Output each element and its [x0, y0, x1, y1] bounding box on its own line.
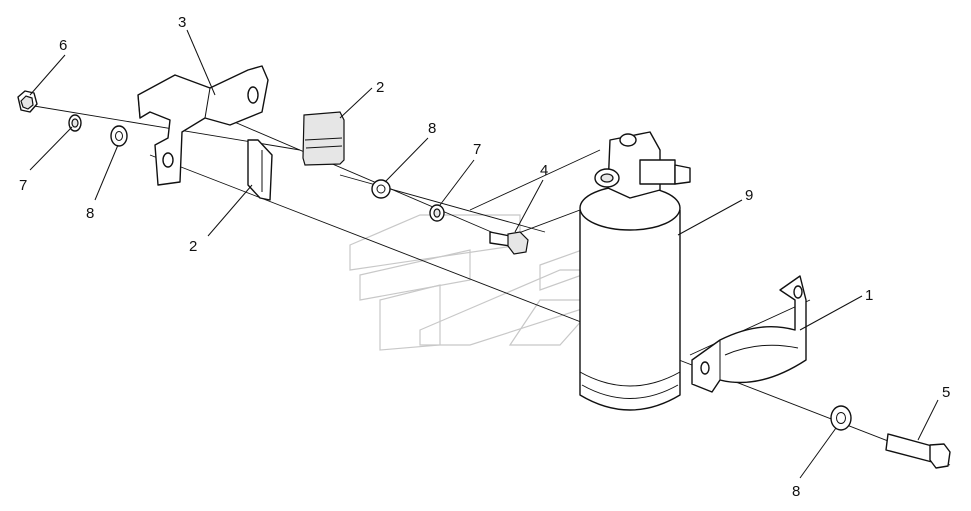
bolt-part-5 [885, 433, 951, 469]
callout-2-top: 2 [376, 79, 384, 96]
flat-washer-part-8-left [110, 125, 128, 147]
bracket-part-3 [137, 65, 269, 186]
spring-washer-part-7-right [429, 204, 445, 222]
callout-6: 6 [59, 37, 67, 54]
callout-3: 3 [178, 14, 186, 31]
callout-9: 9 [745, 187, 753, 204]
receiver-drier-part-9 [579, 131, 691, 411]
rubber-pad-part-2-lower [247, 139, 273, 201]
flat-washer-part-8-middle [371, 179, 391, 199]
callout-7-left: 7 [19, 177, 27, 194]
clamp-part-1 [691, 275, 807, 393]
callout-8-right: 8 [792, 483, 800, 500]
flat-washer-part-8-right [830, 405, 852, 431]
bolt-part-4 [489, 231, 529, 255]
callout-4: 4 [540, 162, 548, 179]
callout-2-bottom: 2 [189, 238, 197, 255]
nut-part-6 [17, 90, 38, 113]
callout-8-middle: 8 [428, 120, 436, 137]
callout-7-right: 7 [473, 141, 481, 158]
leader-lines [29, 29, 939, 479]
callout-8-left: 8 [86, 205, 94, 222]
callout-5: 5 [942, 384, 950, 401]
rubber-pad-part-2-top [302, 111, 345, 166]
callout-1: 1 [865, 287, 873, 304]
